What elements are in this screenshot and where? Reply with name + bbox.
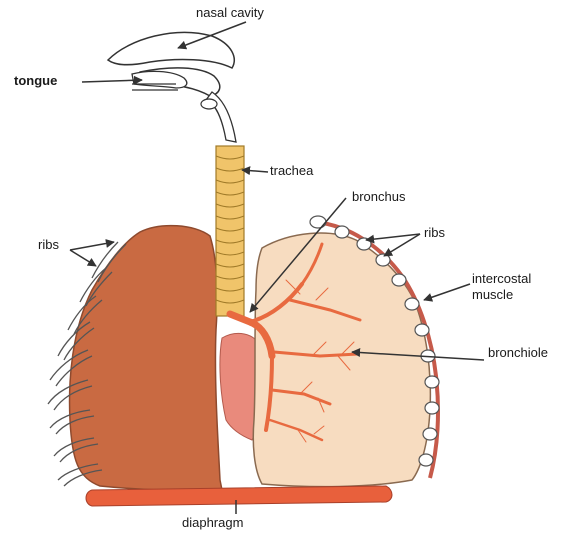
label-nasal-cavity: nasal cavity [196,6,264,21]
label-muscle: muscle [472,288,513,303]
label-bronchiole: bronchiole [488,346,548,361]
label-trachea: trachea [270,164,313,179]
pharynx-opening [201,99,217,109]
label-intercostal: intercostal [472,272,531,287]
intercostal-arrow [424,284,470,300]
label-ribs-right: ribs [424,226,445,241]
label-tongue: tongue [14,74,57,89]
ribs-left-arrow-2 [70,250,96,266]
trachea [216,146,244,316]
diaphragm [86,486,392,506]
ribs-left-arrow-1 [70,242,114,250]
label-diaphragm: diaphragm [182,516,243,531]
left-lung [70,226,222,491]
label-ribs-left: ribs [38,238,59,253]
label-bronchus: bronchus [352,190,405,205]
trachea-arrow [242,170,268,172]
